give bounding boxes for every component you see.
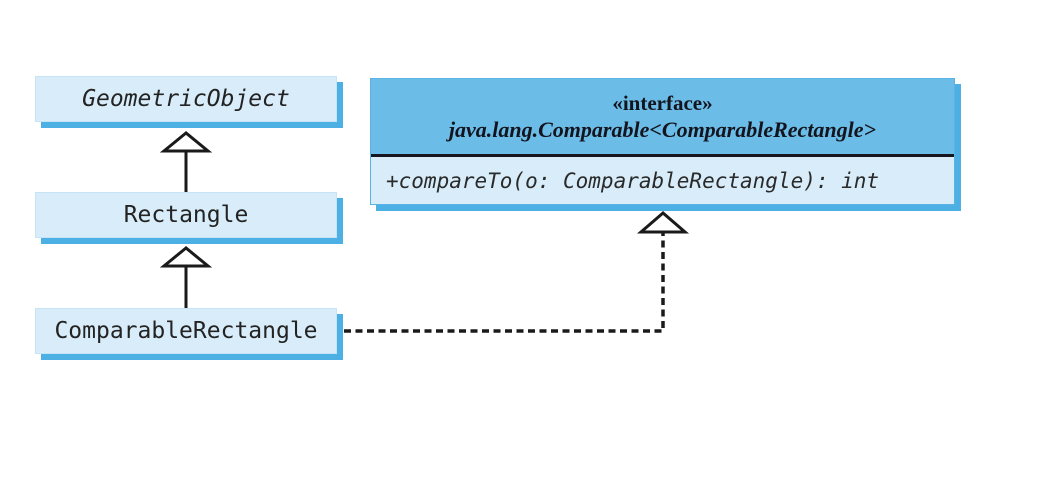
class-box-geometricobject: GeometricObject xyxy=(35,76,337,122)
generalization-arrow-rectangle-to-geometricobject xyxy=(159,131,213,192)
generalization-arrow-comparablerectangle-to-rectangle xyxy=(159,246,213,308)
class-name-geometricobject: GeometricObject xyxy=(82,86,290,112)
hollow-triangle-arrowhead xyxy=(636,211,690,234)
hollow-triangle-arrowhead xyxy=(159,246,213,268)
interface-method-signature: +compareTo(o: ComparableRectangle): int xyxy=(386,168,880,193)
interface-name: java.lang.Comparable<ComparableRectangle… xyxy=(448,116,877,142)
interface-stereotype-label: «interface» xyxy=(612,90,713,115)
interface-method-compartment: +compareTo(o: ComparableRectangle): int xyxy=(371,157,954,204)
interface-box-comparable: «interface» java.lang.Comparable<Compara… xyxy=(370,78,955,205)
class-box-comparablerectangle: ComparableRectangle xyxy=(35,308,337,354)
class-box-rectangle: Rectangle xyxy=(35,192,337,238)
hollow-triangle-arrowhead xyxy=(159,131,213,153)
class-name-comparablerectangle: ComparableRectangle xyxy=(54,318,318,344)
class-name-rectangle: Rectangle xyxy=(123,202,249,228)
realization-dashed-arrow-comparablerectangle-to-interface xyxy=(344,211,690,333)
interface-header: «interface» java.lang.Comparable<Compara… xyxy=(371,79,954,157)
